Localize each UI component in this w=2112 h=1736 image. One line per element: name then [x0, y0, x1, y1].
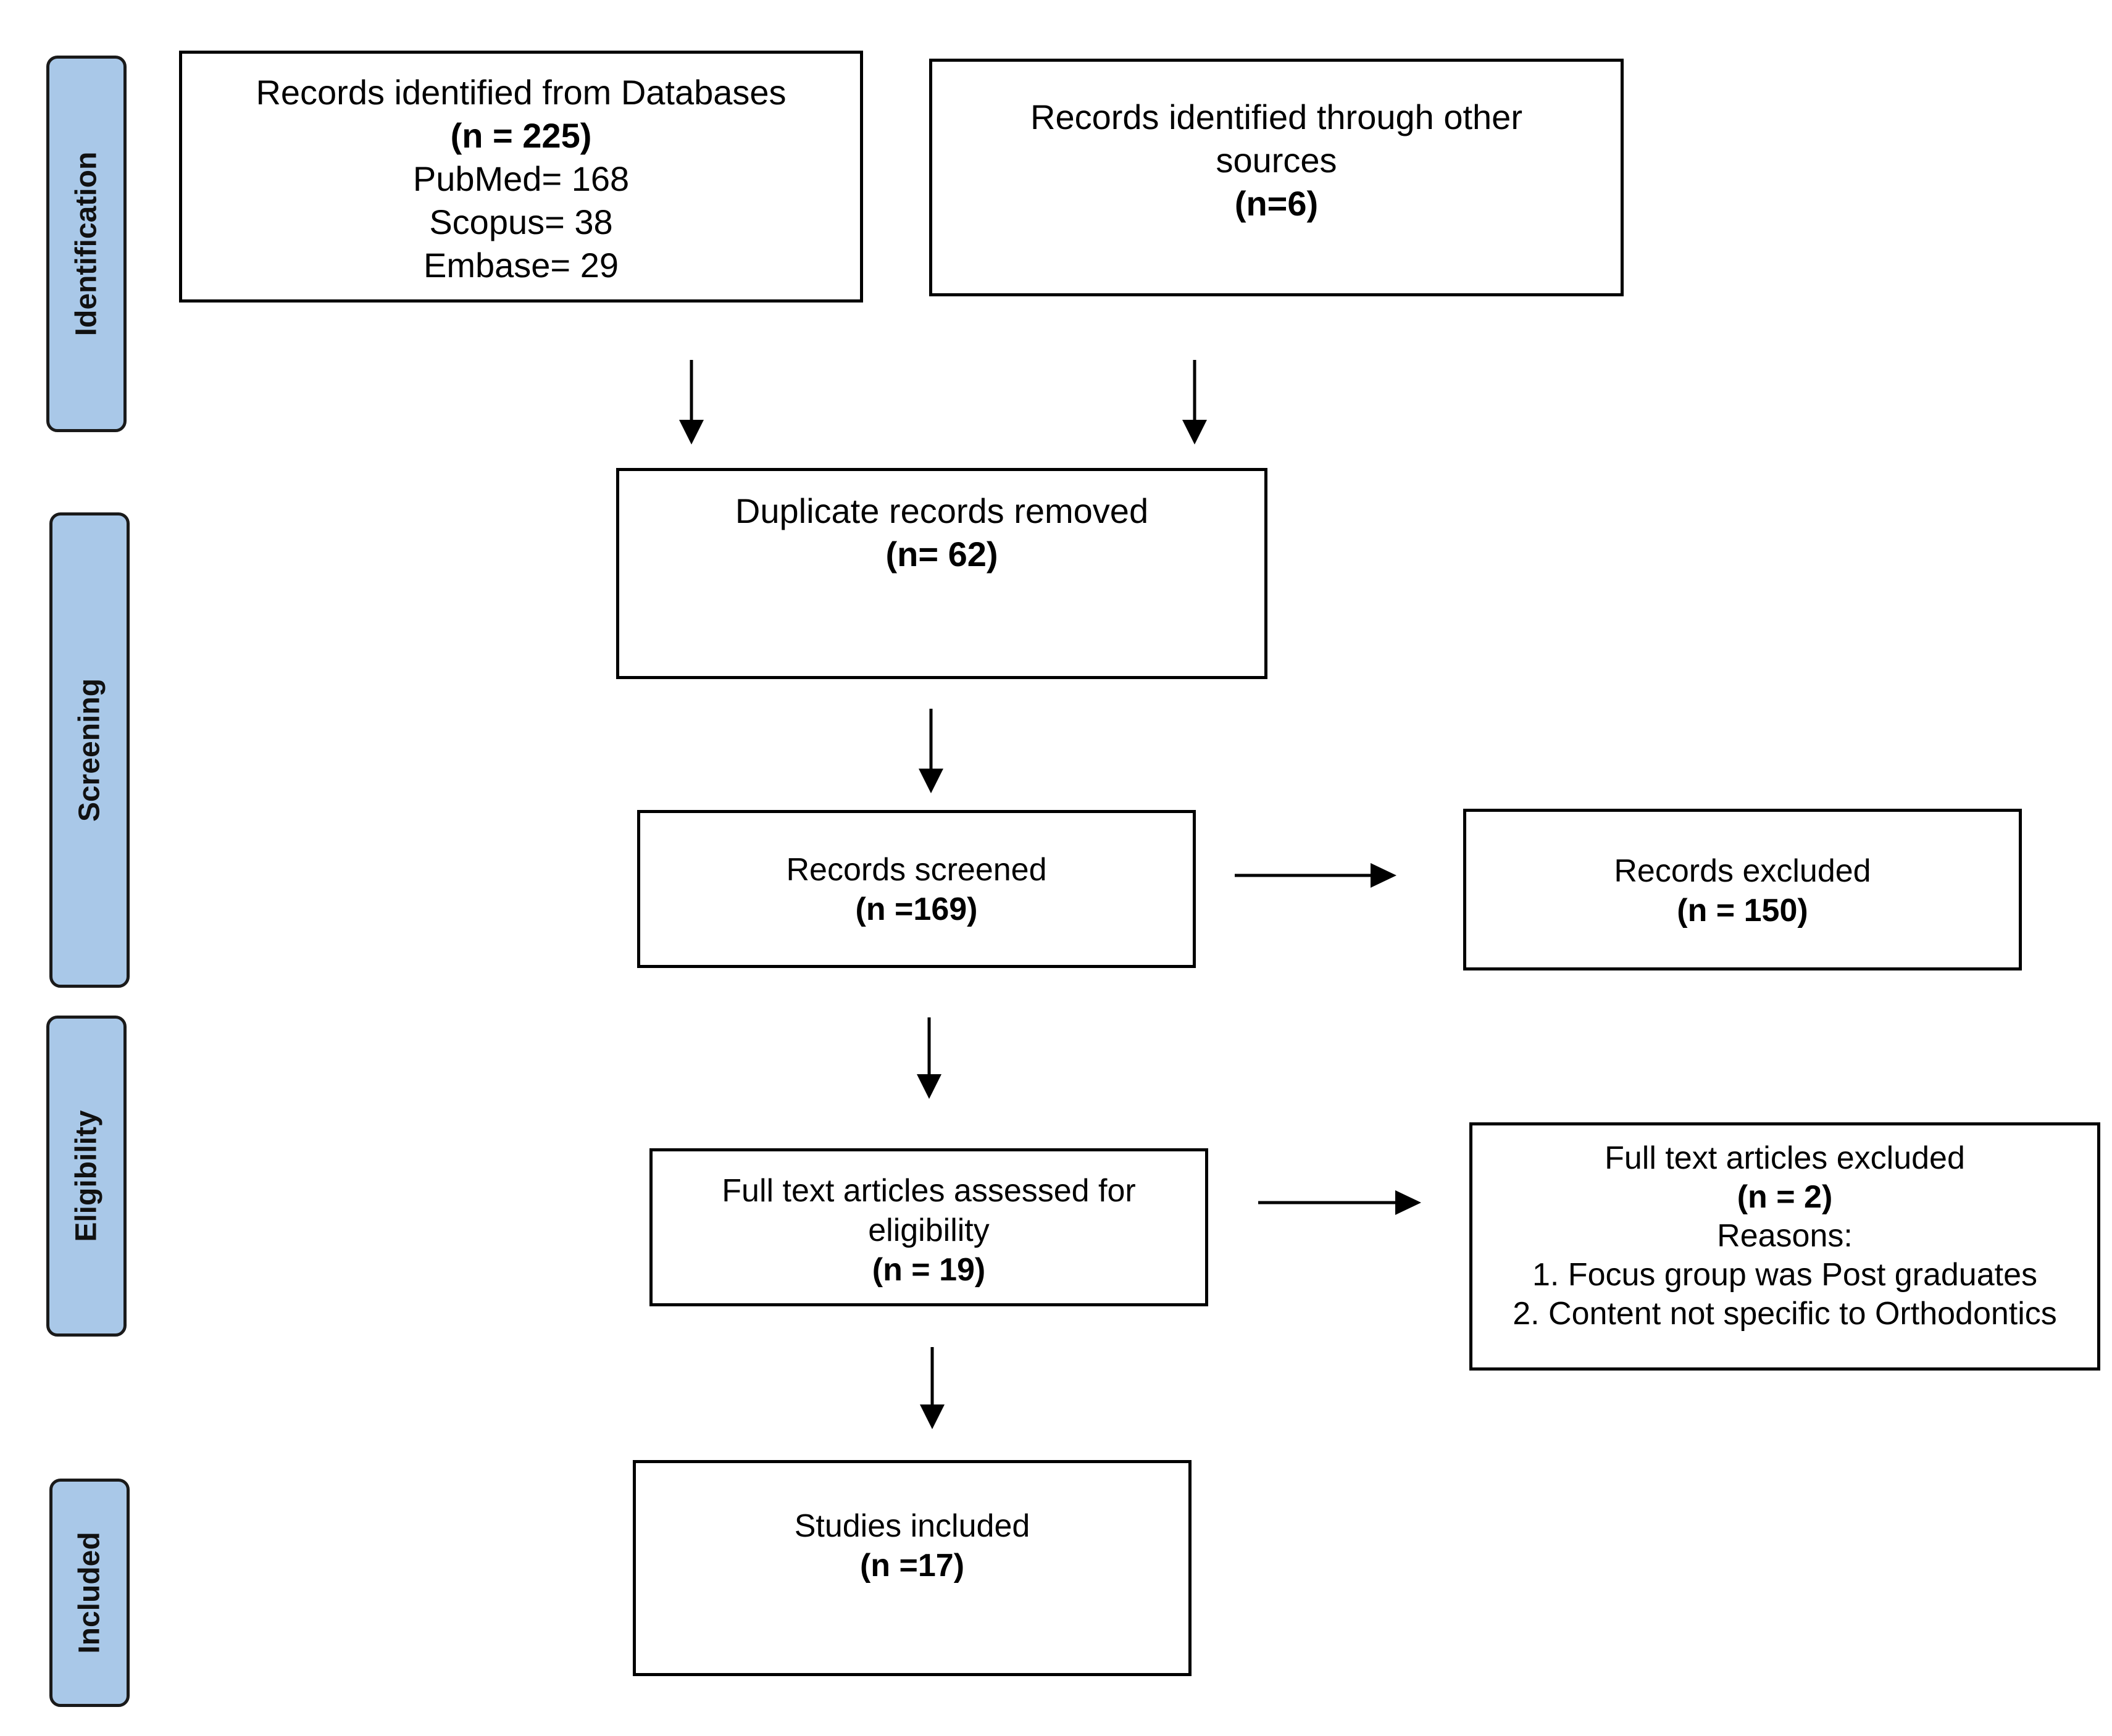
included-box: Studies included (n =17) — [633, 1460, 1192, 1676]
fulltext-excluded-box: Full text articles excluded (n = 2) Reas… — [1469, 1122, 2100, 1371]
excluded-box: Records excluded (n = 150) — [1463, 809, 2022, 970]
other-sources-count: (n=6) — [1234, 184, 1319, 223]
fulltext-excluded-reason-1: 1. Focus group was Post graduates — [1532, 1257, 2037, 1293]
arrowhead-duplicates — [919, 769, 943, 793]
fulltext-excluded-reason-2: 2. Content not specific to Orthodontics — [1513, 1296, 2057, 1332]
screened-count: (n =169) — [855, 891, 978, 927]
arrowhead-other — [1182, 420, 1207, 444]
arrowhead-screened-right — [1371, 863, 1396, 888]
duplicates-title: Duplicate records removed — [735, 491, 1149, 530]
databases-source-pubmed: PubMed= 168 — [412, 159, 630, 198]
fulltext-excluded-reasons-label: Reasons: — [1717, 1218, 1853, 1254]
duplicates-count: (n= 62) — [885, 535, 998, 574]
screened-box: Records screened (n =169) — [637, 810, 1196, 968]
arrowhead-databases — [679, 420, 704, 444]
phase-eligibility: Eligibility — [46, 1016, 127, 1337]
duplicates-box: Duplicate records removed (n= 62) — [616, 468, 1267, 679]
databases-box: Records identified from Databases (n = 2… — [179, 51, 863, 303]
fulltext-assessed-count: (n = 19) — [872, 1252, 986, 1288]
fulltext-assessed-title-line1: Full text articles assessed for — [722, 1173, 1136, 1209]
excluded-count: (n = 150) — [1677, 893, 1808, 929]
databases-source-embase: Embase= 29 — [424, 246, 619, 285]
included-count: (n =17) — [859, 1548, 965, 1584]
fulltext-excluded-title: Full text articles excluded — [1605, 1140, 1965, 1176]
excluded-title: Records excluded — [1614, 853, 1871, 889]
databases-count: (n = 225) — [450, 116, 592, 155]
phase-screening: Screening — [49, 512, 130, 988]
arrowhead-screened-down — [917, 1074, 941, 1099]
databases-title: Records identified from Databases — [256, 73, 787, 112]
databases-source-scopus: Scopus= 38 — [429, 202, 613, 241]
phase-included: Included — [49, 1479, 130, 1707]
arrowhead-fulltext-down — [920, 1404, 945, 1429]
fulltext-assessed-box: Full text articles assessed for eligibil… — [649, 1148, 1208, 1306]
other-sources-box: Records identified through other sources… — [929, 59, 1624, 296]
other-sources-title-line1: Records identified through other — [1030, 98, 1522, 136]
arrowhead-fulltext-right — [1395, 1190, 1421, 1215]
other-sources-title-line2: sources — [1216, 141, 1337, 180]
phase-identification: Identification — [46, 56, 127, 432]
fulltext-assessed-title-line2: eligibility — [868, 1212, 990, 1248]
screened-title: Records screened — [786, 852, 1047, 888]
included-title: Studies included — [794, 1508, 1030, 1544]
fulltext-excluded-count: (n = 2) — [1737, 1179, 1833, 1215]
